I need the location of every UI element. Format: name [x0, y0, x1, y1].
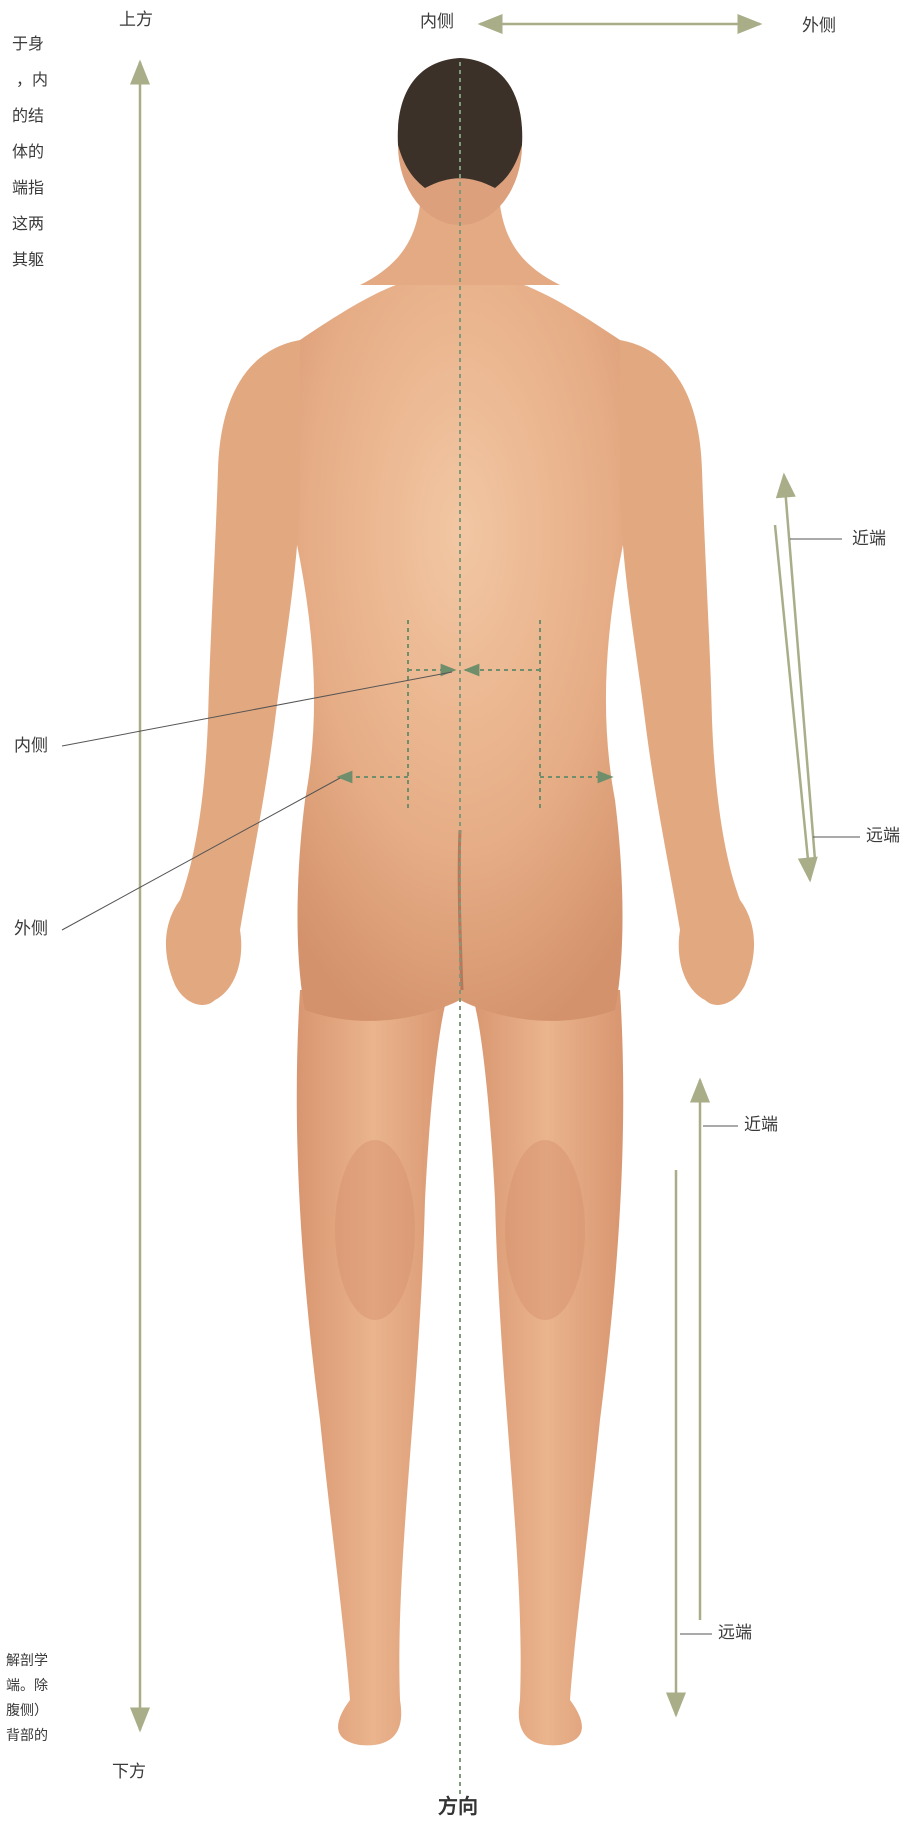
- arm-distal-label: 远端: [866, 828, 900, 845]
- text-fragment: 的结: [12, 98, 44, 134]
- medial-top-label: 内侧: [420, 14, 454, 31]
- inferior-label: 下方: [112, 1764, 146, 1781]
- text-fragment: 背部的: [6, 1725, 48, 1748]
- arm-proximal-label: 近端: [852, 531, 886, 548]
- text-fragment: 端指: [12, 170, 44, 206]
- lateral-side-label: 外侧: [14, 921, 48, 938]
- text-fragment: 体的: [12, 134, 44, 170]
- text-fragment: 这两: [12, 206, 44, 242]
- lateral-top-label: 外侧: [802, 18, 836, 35]
- medial-side-label: 内侧: [14, 738, 48, 755]
- leg-proximal-label: 近端: [744, 1117, 778, 1134]
- text-fragment: 腹侧）: [6, 1700, 48, 1723]
- text-fragment: 端。除: [6, 1675, 48, 1698]
- text-fragment: 解剖学: [6, 1650, 48, 1673]
- left-leg: [297, 990, 450, 1745]
- text-fragment: 于身: [12, 26, 44, 62]
- left-arm: [166, 340, 300, 1005]
- right-leg: [470, 990, 623, 1745]
- text-fragment: ，内: [16, 62, 48, 98]
- leg-distal-label: 远端: [718, 1625, 752, 1642]
- superior-label: 上方: [119, 12, 153, 29]
- text-fragment: 其躯: [12, 242, 44, 278]
- right-arm: [620, 340, 754, 1005]
- figure-caption: 方向: [0, 1790, 916, 1819]
